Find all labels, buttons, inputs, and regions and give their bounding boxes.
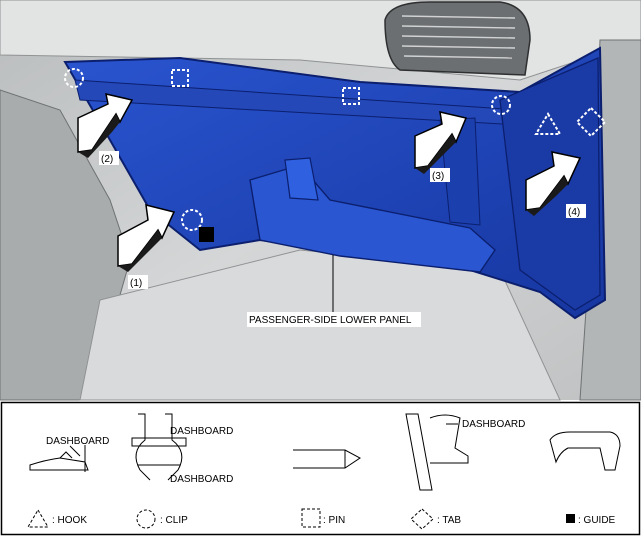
tab-detail-icon bbox=[405, 413, 469, 491]
clip-marker-1 bbox=[64, 68, 84, 88]
legend-clip-icon bbox=[136, 509, 156, 529]
legend-pin-label: : PIN bbox=[323, 515, 345, 526]
step-2-label: (2) bbox=[101, 154, 113, 165]
pin-marker-1 bbox=[171, 69, 189, 87]
arrow-step-1 bbox=[117, 204, 176, 272]
hook-dashboard-label: DASHBOARD bbox=[46, 436, 109, 447]
guide-detail-icon bbox=[549, 431, 621, 471]
step-1-label-box bbox=[128, 275, 148, 289]
step-4-label-box bbox=[566, 204, 586, 218]
clip-dashboard-top-label: DASHBOARD bbox=[170, 426, 233, 437]
legend-tab-label: : TAB bbox=[437, 515, 461, 526]
clip-detail-icon bbox=[131, 413, 187, 481]
pin-marker-2 bbox=[342, 87, 360, 105]
air-vent-icon bbox=[384, 1, 531, 76]
pin-detail-icon bbox=[293, 449, 361, 469]
passenger-side-lower-panel bbox=[63, 46, 607, 320]
arrow-step-4 bbox=[525, 151, 582, 216]
legend-pin-icon bbox=[301, 508, 321, 528]
hook-detail-icon bbox=[29, 445, 89, 472]
clip-dashboard-bottom-label: DASHBOARD bbox=[170, 474, 233, 485]
hook-marker bbox=[534, 112, 562, 135]
tab-marker bbox=[575, 106, 607, 138]
legend-guide-icon bbox=[566, 514, 575, 523]
step-3-label: (3) bbox=[432, 171, 444, 182]
clip-marker-2 bbox=[491, 95, 511, 115]
tab-dashboard-label: DASHBOARD bbox=[462, 419, 525, 430]
step-3-label-box bbox=[430, 168, 450, 182]
arrow-step-3 bbox=[414, 111, 468, 174]
guide-marker bbox=[199, 227, 214, 242]
legend-guide-label: : GUIDE bbox=[578, 515, 616, 526]
step-1-label: (1) bbox=[130, 278, 142, 289]
panel-label-box bbox=[247, 312, 421, 327]
hook-dashboard-leader bbox=[69, 445, 81, 457]
arrow-step-2 bbox=[77, 93, 134, 158]
step-2-label-box bbox=[99, 151, 119, 165]
panel-label: PASSENGER-SIDE LOWER PANEL bbox=[249, 315, 412, 326]
legend-hook-label: : HOOK bbox=[52, 515, 87, 526]
clip-marker-3 bbox=[181, 209, 203, 231]
legend-clip-label: : CLIP bbox=[160, 515, 188, 526]
step-4-label: (4) bbox=[568, 207, 580, 218]
